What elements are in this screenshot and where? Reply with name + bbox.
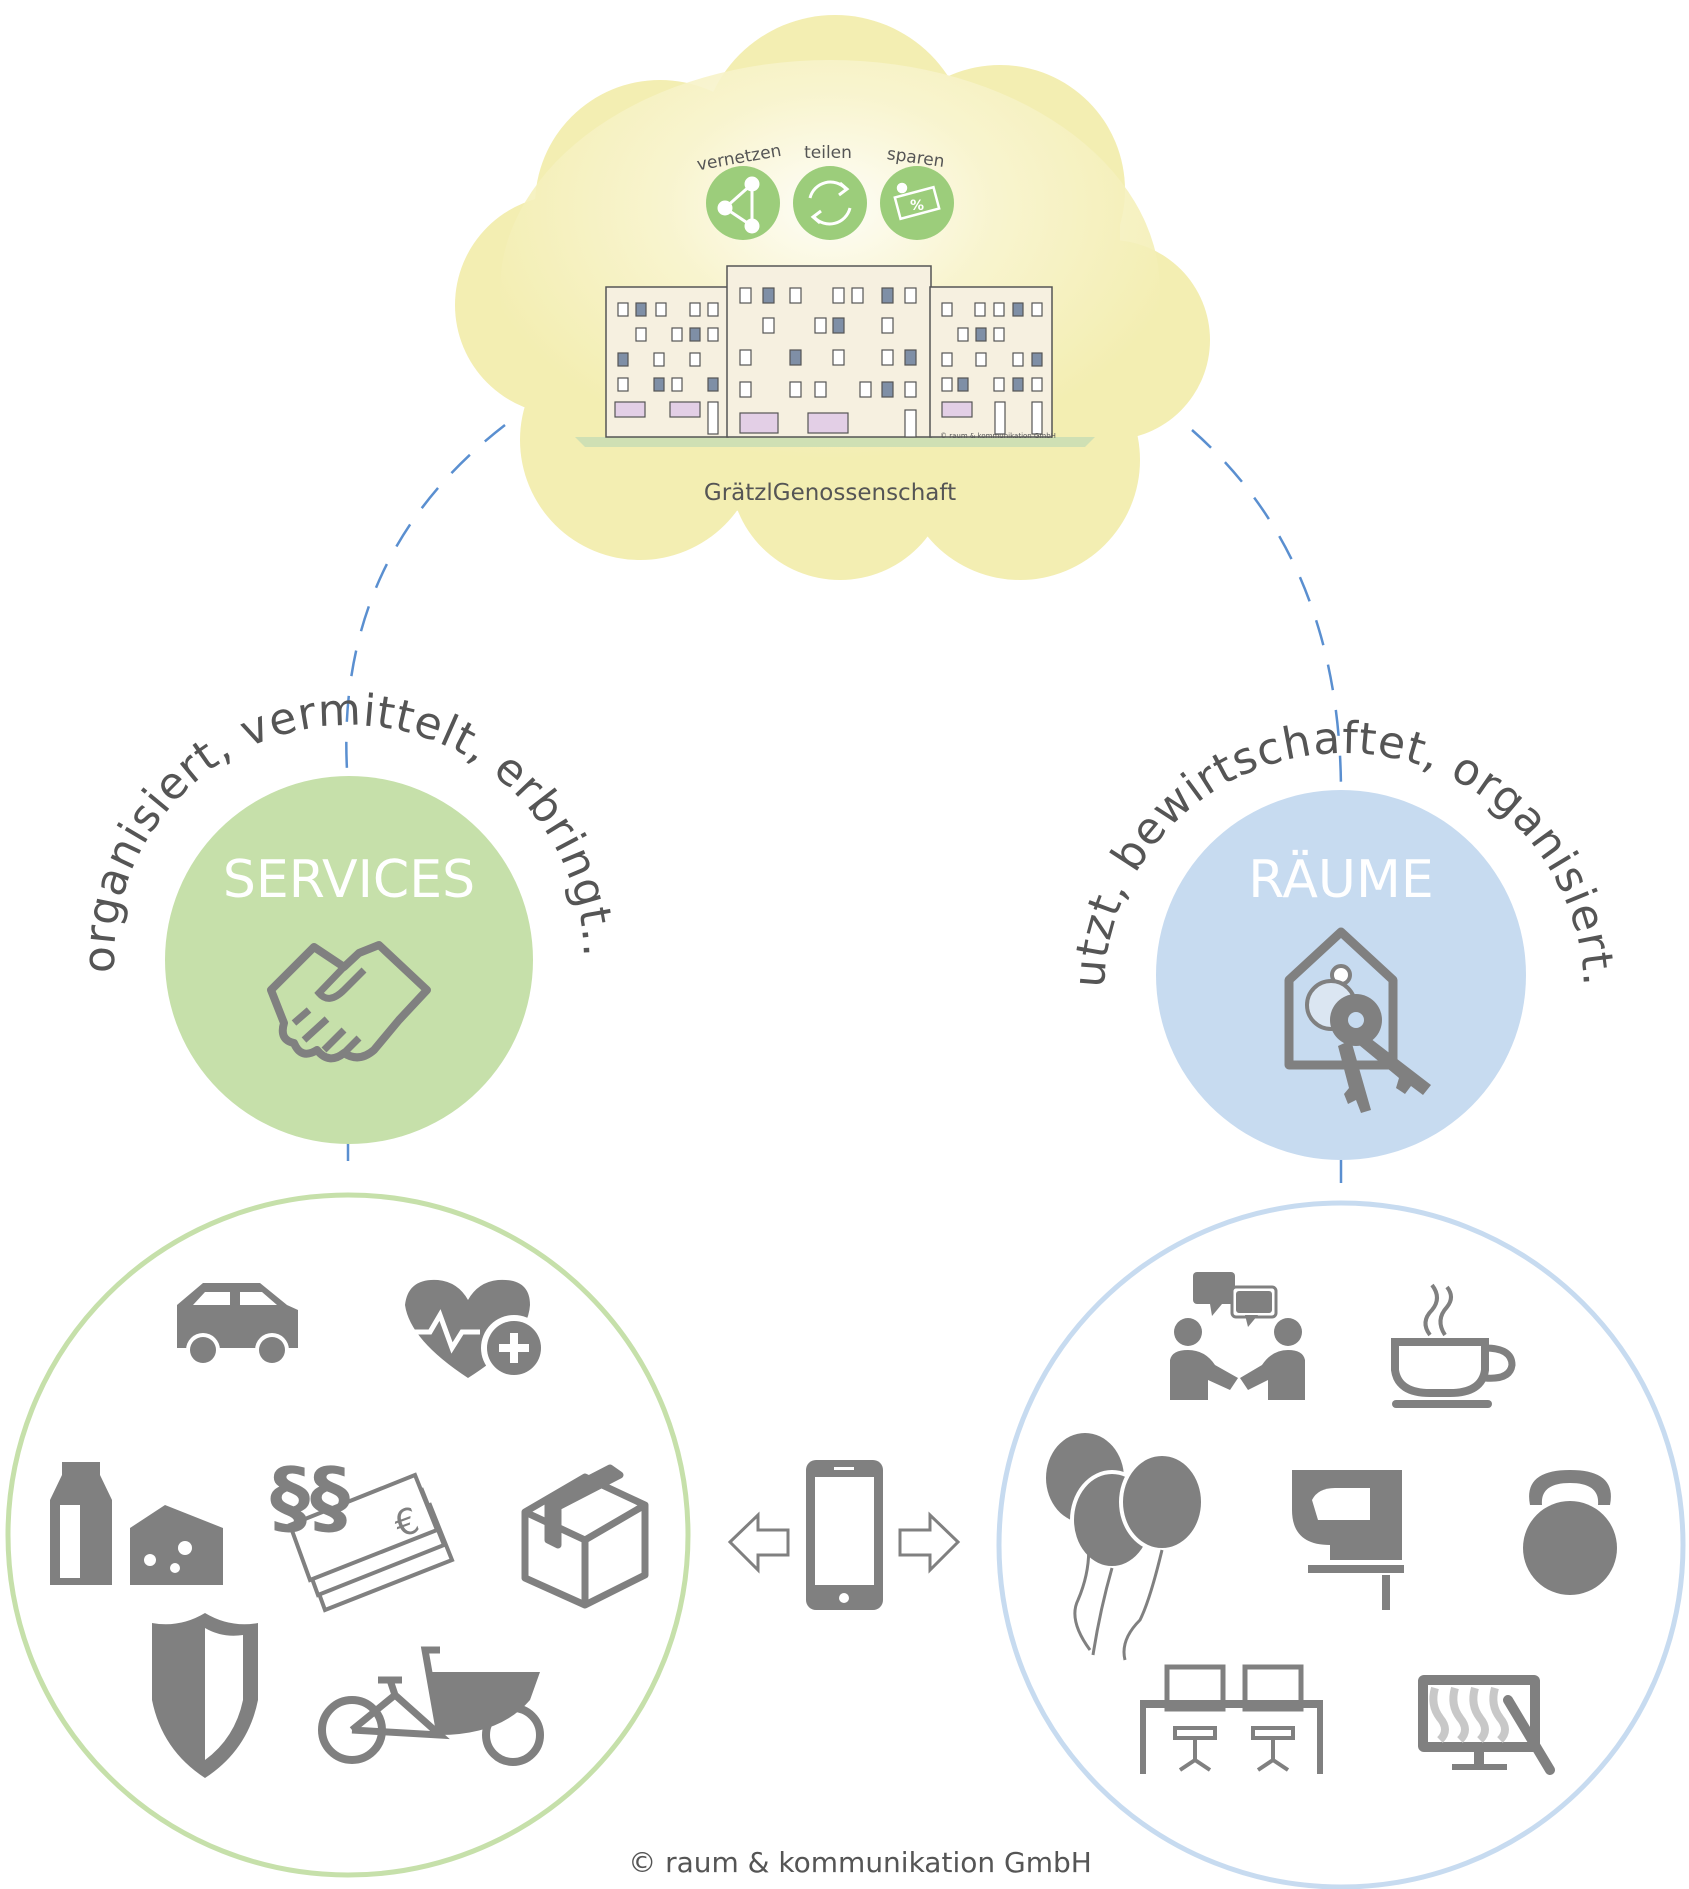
cargo-bike-icon [318,1646,544,1766]
smartphone-icon [806,1460,883,1610]
fitness-kettlebell-icon [1523,1470,1617,1595]
services-item-icons: € §§ [50,1279,649,1778]
coworking-icon [1140,1664,1323,1774]
groceries-icon [50,1462,223,1585]
tool-jigsaw-icon [1292,1470,1404,1610]
savings-icon: % [893,182,941,221]
car-icon [177,1283,298,1367]
center-connector [727,1460,961,1610]
house-keys-icon [1284,927,1431,1113]
value-icons: % vernetzen teilen sparen [695,141,954,240]
value-label-teilen: teilen [804,143,852,163]
footer-copyright: © raum & kommunikation GmbH [628,1846,1092,1879]
connector-cloud-services [345,424,506,786]
health-heart-icon [405,1279,547,1381]
party-balloons-icon [1046,1433,1205,1661]
services-node: SERVICES organisiert, vermittelt, erbrin… [0,0,623,1144]
coffee-icon [1391,1283,1516,1408]
meeting-icon [1170,1272,1305,1400]
arrow-right-icon [898,1511,961,1574]
building-illustration: © raum & kommunikation GmbH [575,265,1095,447]
handshake-icon [267,941,431,1063]
parcel-icon [521,1464,649,1609]
building-credit: © raum & kommunikation GmbH [940,432,1056,440]
cloud-title: GrätzlGenossenschaft [704,480,956,506]
finance-legal-icon: € §§ [270,1451,455,1613]
security-shield-icon [152,1613,258,1778]
svg-text:§§: §§ [270,1451,350,1544]
services-items-circle [5,1192,691,1878]
share-cycle-icon [808,180,852,226]
connector-cloud-raeume [1191,429,1343,791]
arrow-left-icon [727,1511,790,1574]
svg-text:%: % [910,198,924,214]
raeume-item-icons [1046,1272,1617,1775]
services-title: SERVICES [223,850,475,910]
art-studio-icon [1418,1675,1555,1775]
raeume-items-circle [996,1200,1686,1889]
raeume-title: RÄUME [1248,849,1433,910]
network-icon [717,176,760,234]
